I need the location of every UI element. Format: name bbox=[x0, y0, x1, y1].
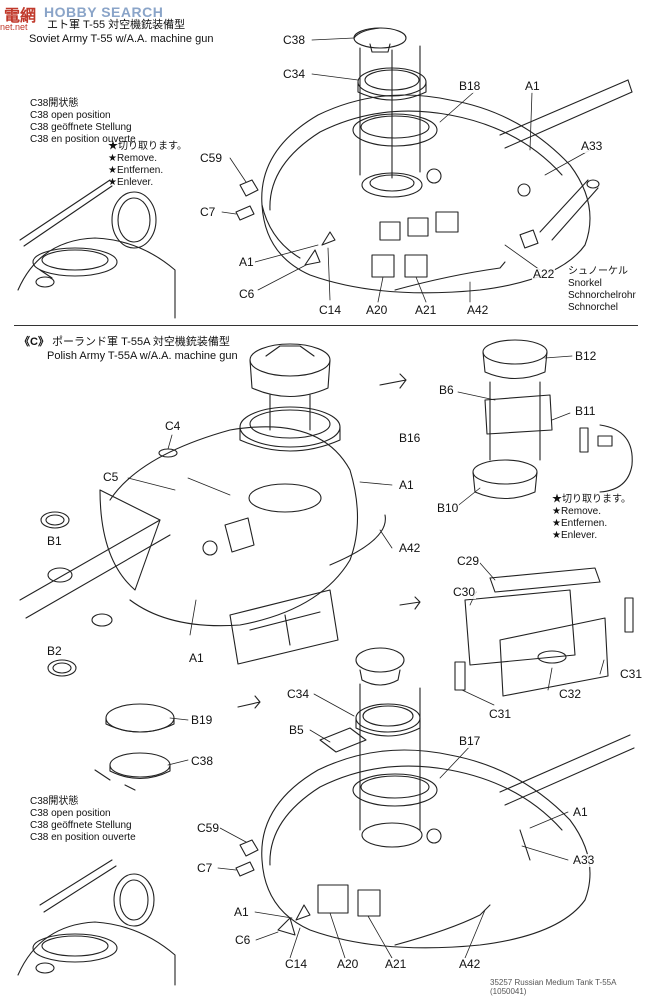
part-label-b17: B17 bbox=[458, 734, 482, 748]
snorkel-en: Snorkel bbox=[568, 278, 602, 289]
part-label-a22: A22 bbox=[532, 267, 556, 281]
top-open-en: C38 open position bbox=[30, 110, 111, 121]
top-open-jp: C38開状態 bbox=[30, 98, 79, 109]
part-label-a1: A1 bbox=[398, 478, 415, 492]
part-label-a33: A33 bbox=[572, 853, 596, 867]
part-label-a42: A42 bbox=[466, 303, 490, 317]
section-c-title-en: Polish Army T-55A w/A.A. machine gun bbox=[46, 350, 239, 363]
part-label-a1d: A1 bbox=[233, 905, 250, 919]
top-open-fr: C38 en position ouverte bbox=[30, 134, 136, 145]
part-label-b2: B2 bbox=[46, 644, 63, 658]
part-label-c14: C14 bbox=[284, 957, 309, 971]
part-label-c38: C38 bbox=[190, 754, 215, 768]
part-label-b11: B11 bbox=[574, 404, 597, 418]
part-label-c29: C29 bbox=[456, 554, 481, 568]
part-label-c59: C59 bbox=[199, 151, 224, 165]
snorkel-fr: Schnorchel bbox=[568, 302, 619, 313]
part-label-b16: B16 bbox=[398, 431, 422, 445]
top-title-jp: エト軍 T-55 対空機銃装備型 bbox=[46, 19, 187, 32]
section-c-marker: 《C》 bbox=[19, 336, 49, 348]
part-label-b19: B19 bbox=[190, 713, 214, 727]
snorkel-jp: シュノーケル bbox=[568, 266, 628, 277]
footer-text: 35257 Russian Medium Tank T-55A (1050041… bbox=[490, 978, 617, 996]
part-label-b5: B5 bbox=[288, 723, 305, 737]
part-label-c31: C31 bbox=[619, 667, 644, 681]
section-c-jp: ポーランド軍 T-55A 対空機銃装備型 bbox=[52, 336, 230, 348]
part-label-c14: C14 bbox=[318, 303, 343, 317]
part-label-b1: B1 bbox=[46, 534, 63, 548]
part-label-c30: C30 bbox=[452, 585, 477, 599]
top-remove-de: ★Entfernen. bbox=[108, 165, 164, 176]
c-remove-fr: ★Enlever. bbox=[552, 530, 598, 541]
part-label-c6: C6 bbox=[234, 933, 252, 947]
part-label-c34: C34 bbox=[282, 67, 307, 81]
top-turret-drawing bbox=[17, 27, 633, 319]
part-label-c59: C59 bbox=[196, 821, 221, 835]
c-remove-de: ★Entfernen. bbox=[552, 518, 608, 529]
part-label-a20: A20 bbox=[365, 303, 389, 317]
part-label-a1b: A1 bbox=[188, 651, 205, 665]
part-label-c7: C7 bbox=[196, 861, 214, 875]
part-label-a1: A1 bbox=[524, 79, 541, 93]
top-remove-en: ★Remove. bbox=[108, 153, 157, 164]
leader-lines bbox=[127, 37, 605, 959]
watermark-site: net.net bbox=[0, 22, 28, 32]
c-remove-en: ★Remove. bbox=[552, 506, 601, 517]
top-remove-fr: ★Enlever. bbox=[108, 177, 154, 188]
part-label-c34: C34 bbox=[286, 687, 311, 701]
watermark-logo: 電網 bbox=[4, 8, 37, 25]
part-label-a42: A42 bbox=[398, 541, 422, 555]
part-label-b18: B18 bbox=[458, 79, 482, 93]
part-label-a42b: A42 bbox=[458, 957, 482, 971]
watermark-brand: HOBBY SEARCH bbox=[44, 4, 164, 20]
part-label-c38: C38 bbox=[282, 33, 307, 47]
c-open-fr: C38 en position ouverte bbox=[30, 832, 136, 843]
part-label-b12: B12 bbox=[574, 349, 598, 363]
top-open-position: C38開状態 C38 open position C38 geöffnete S… bbox=[30, 98, 136, 146]
c-open-position: C38開状態 C38 open position C38 geöffnete S… bbox=[30, 796, 136, 844]
section-c-drawing bbox=[17, 339, 635, 986]
part-label-c31b: C31 bbox=[488, 707, 513, 721]
section-divider bbox=[14, 325, 638, 326]
snorkel-de: Schnorchelrohr bbox=[568, 290, 636, 301]
c-open-jp: C38開状態 bbox=[30, 796, 79, 807]
top-title-en: Soviet Army T-55 w/A.A. machine gun bbox=[28, 33, 215, 46]
top-remove-jp: ★切り取ります。 bbox=[108, 141, 187, 152]
part-label-c6: C6 bbox=[238, 287, 256, 301]
part-label-a33: A33 bbox=[580, 139, 604, 153]
section-c-remove-note: ★切り取ります。 ★Remove. ★Entfernen. ★Enlever. bbox=[552, 494, 631, 542]
part-label-b10: B10 bbox=[436, 501, 460, 515]
part-label-c32: C32 bbox=[558, 687, 583, 701]
c-remove-jp: ★切り取ります。 bbox=[552, 494, 631, 505]
part-label-a21: A21 bbox=[414, 303, 438, 317]
part-label-c4: C4 bbox=[164, 419, 182, 433]
part-label-a20: A20 bbox=[336, 957, 360, 971]
part-label-c5: C5 bbox=[102, 470, 120, 484]
c-open-en: C38 open position bbox=[30, 808, 111, 819]
top-remove-note: ★切り取ります。 ★Remove. ★Entfernen. ★Enlever. bbox=[108, 141, 187, 189]
part-label-a1b: A1 bbox=[238, 255, 255, 269]
snorkel-note: シュノーケル Snorkel Schnorchelrohr Schnorchel bbox=[568, 266, 636, 314]
c-open-de: C38 geöffnete Stellung bbox=[30, 820, 132, 831]
part-label-c7: C7 bbox=[199, 205, 217, 219]
part-label-b6: B6 bbox=[438, 383, 455, 397]
part-label-a1c: A1 bbox=[572, 805, 589, 819]
watermark: 電網 HOBBY SEARCH net.net bbox=[0, 0, 200, 32]
top-open-de: C38 geöffnete Stellung bbox=[30, 122, 132, 133]
part-label-a21: A21 bbox=[384, 957, 408, 971]
section-c-title-jp: 《C》 ポーランド軍 T-55A 対空機銃装備型 bbox=[18, 336, 231, 349]
